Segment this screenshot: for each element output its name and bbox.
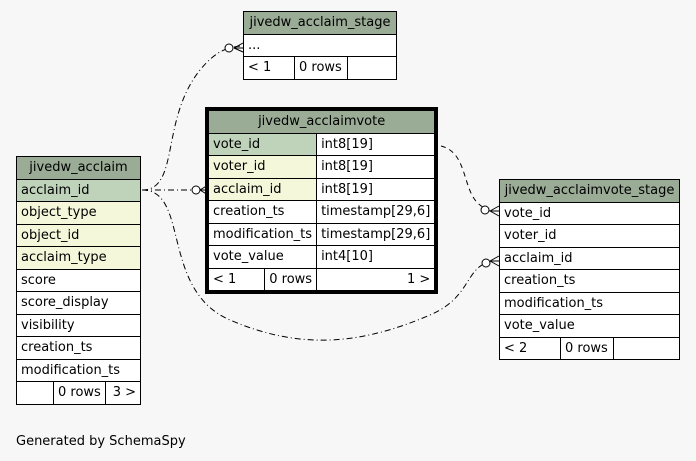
children-count[interactable]: 1 >	[316, 267, 436, 291]
generated-by-text: Generated by SchemaSpy	[16, 434, 186, 449]
column-type: timestamp[29,6]	[316, 222, 436, 246]
parents-count[interactable]: < 1	[243, 56, 295, 80]
column-type: int4[10]	[316, 245, 436, 269]
column-name[interactable]: object_id	[16, 223, 141, 247]
column-name[interactable]: object_type	[16, 201, 141, 225]
table-title[interactable]: jivedw_acclaimvote	[207, 110, 436, 134]
column-name[interactable]: vote_value	[207, 245, 318, 269]
column-name[interactable]: creation_ts	[499, 269, 680, 293]
parents-count[interactable]: < 1	[207, 267, 266, 291]
relation-end-circle	[191, 185, 201, 195]
row-count: 0 rows	[53, 381, 106, 405]
column-name[interactable]: acclaim_type	[16, 246, 141, 270]
table-acclaimvote[interactable]: jivedw_acclaimvote vote_id int8[19] vote…	[204, 107, 439, 294]
table-title[interactable]: jivedw_acclaim	[16, 156, 141, 180]
column-name[interactable]: modification_ts	[207, 222, 318, 246]
column-name[interactable]: creation_ts	[16, 336, 141, 360]
column-name[interactable]: modification_ts	[499, 291, 680, 315]
row-count: 0 rows	[264, 267, 318, 291]
column-name[interactable]: score	[16, 268, 141, 292]
relation-crowfoot	[199, 184, 209, 196]
column-name[interactable]: score_display	[16, 291, 141, 315]
relation-crowfoot	[489, 205, 500, 217]
children-count[interactable]: 3 >	[104, 381, 142, 405]
column-name[interactable]: acclaim_id	[16, 178, 141, 202]
column-name[interactable]: acclaim_id	[499, 246, 680, 270]
table-acclaim-stage[interactable]: jivedw_acclaim_stage ... < 1 0 rows	[243, 11, 397, 80]
table-column[interactable]: ...	[243, 33, 397, 57]
parents-count[interactable]: < 2	[499, 336, 561, 360]
column-name[interactable]: visibility	[16, 313, 141, 337]
children-count[interactable]	[613, 336, 680, 360]
column-type: int8[19]	[316, 132, 436, 156]
column-type: timestamp[29,6]	[316, 200, 436, 224]
parents-count[interactable]	[16, 381, 54, 405]
table-acclaimvote-stage[interactable]: jivedw_acclaimvote_stage vote_id voter_i…	[499, 179, 680, 360]
relation-end-circle	[480, 205, 490, 215]
column-name[interactable]: modification_ts	[16, 358, 141, 382]
relation-crowfoot	[233, 42, 244, 53]
column-name[interactable]: voter_id	[499, 224, 680, 248]
relation-crowfoot	[489, 255, 500, 267]
column-name[interactable]: voter_id	[207, 155, 318, 179]
relation-end-circle	[481, 258, 491, 268]
column-name[interactable]: vote_id	[207, 132, 318, 156]
table-title[interactable]: jivedw_acclaimvote_stage	[499, 179, 680, 203]
table-title[interactable]: jivedw_acclaim_stage	[243, 11, 397, 35]
table-acclaim[interactable]: jivedw_acclaim acclaim_id object_type ob…	[16, 156, 142, 405]
row-count: 0 rows	[560, 336, 614, 360]
column-name[interactable]: acclaim_id	[207, 177, 318, 201]
column-type: int8[19]	[316, 177, 436, 201]
relation-end-circle	[224, 43, 234, 53]
relation-acclaimvote-to-acclaimvote-stage	[431, 144, 491, 212]
column-name[interactable]: vote_id	[499, 201, 680, 225]
children-count[interactable]	[347, 56, 397, 80]
column-name[interactable]: creation_ts	[207, 200, 318, 224]
column-type: int8[19]	[316, 155, 436, 179]
column-name[interactable]: vote_value	[499, 314, 680, 338]
row-count: 0 rows	[294, 56, 348, 80]
